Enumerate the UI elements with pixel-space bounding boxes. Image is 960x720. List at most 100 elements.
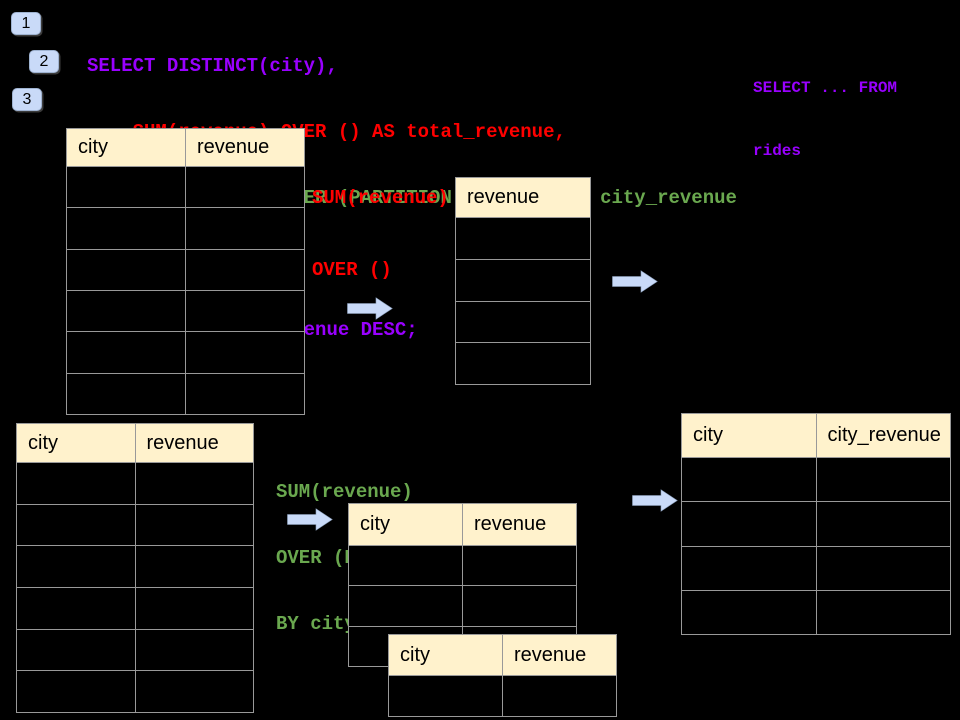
table-row <box>67 167 304 208</box>
table-cell-empty <box>17 463 135 504</box>
table-header-row: city revenue <box>67 129 304 167</box>
table-cell-empty <box>185 208 304 249</box>
table-row <box>17 670 254 713</box>
table-header-row: city revenue <box>17 424 253 463</box>
label-line: SUM(revenue) <box>276 481 413 503</box>
column-header-city: city <box>693 424 723 446</box>
table-cell-empty <box>17 630 135 671</box>
table-cell-empty <box>134 546 254 588</box>
right-arrow-icon <box>612 270 658 293</box>
table-source-rides-2: city revenue <box>16 423 254 713</box>
table-cell-empty <box>185 249 304 290</box>
table-row <box>67 331 304 373</box>
table-cell-empty <box>502 676 616 716</box>
column-header-revenue: revenue <box>185 129 304 166</box>
right-arrow-icon <box>287 508 333 531</box>
column-header-city: city <box>400 643 430 666</box>
window-over-label: SUM(revenue) OVER () <box>312 138 449 306</box>
select-from-rides-note: SELECT ... FROM rides <box>753 36 897 183</box>
table-row <box>17 545 254 588</box>
column-header-city: city <box>360 513 390 535</box>
table-row <box>67 248 304 290</box>
table-cell-empty <box>456 302 590 343</box>
step-badge-1: 1 <box>11 12 41 35</box>
table-cell-empty <box>17 671 135 712</box>
table-row <box>17 463 253 504</box>
table-total-revenue: revenue <box>455 177 591 385</box>
table-cell-empty <box>456 218 590 259</box>
snippet-line: rides <box>753 142 802 160</box>
table-cell-empty <box>134 671 254 713</box>
table-cell-empty <box>682 547 816 590</box>
table-cell-empty <box>456 260 590 301</box>
right-arrow-icon <box>632 489 678 512</box>
table-cell-empty <box>67 167 185 207</box>
table-row <box>456 300 590 343</box>
table-row <box>456 258 590 301</box>
table-cell-empty <box>67 374 185 414</box>
table-source-rides: city revenue <box>66 128 305 415</box>
table-header-row: city city_revenue <box>682 414 950 458</box>
label-line: OVER () <box>312 259 392 281</box>
table-body <box>17 463 254 713</box>
column-header-revenue: revenue <box>467 186 540 208</box>
table-cell-empty <box>815 590 951 634</box>
table-cell-empty <box>682 591 816 634</box>
table-row <box>682 589 951 634</box>
table-row <box>349 546 576 586</box>
table-cell-empty <box>17 588 135 629</box>
table-cell-empty <box>185 290 304 332</box>
label-line: SUM(revenue) <box>312 187 449 209</box>
table-row <box>17 503 254 546</box>
right-arrow-icon <box>347 297 393 320</box>
column-header-revenue: revenue <box>134 424 254 462</box>
table-cell-empty <box>682 458 816 501</box>
step-badge-3: 3 <box>12 88 42 111</box>
table-header-row: revenue <box>456 178 590 218</box>
table-cell-empty <box>134 588 254 629</box>
table-row <box>17 628 254 671</box>
table-cell-empty <box>67 291 185 331</box>
table-cell-empty <box>349 546 462 585</box>
table-row <box>67 372 304 414</box>
column-header-city-revenue: city_revenue <box>815 414 951 457</box>
table-row <box>389 676 616 716</box>
table-cell-empty <box>185 332 304 373</box>
table-cell-empty <box>67 208 185 248</box>
table-cell-empty <box>185 167 304 208</box>
table-cell-empty <box>17 505 135 546</box>
table-row <box>456 342 590 384</box>
table-row <box>682 545 951 590</box>
table-row <box>349 585 576 626</box>
table-city-revenue-result: city city_revenue <box>681 413 951 635</box>
table-row <box>17 587 253 629</box>
step-badge-2: 2 <box>29 50 59 73</box>
table-cell-empty <box>134 504 254 546</box>
table-row <box>67 289 304 332</box>
table-cell-empty <box>67 250 185 290</box>
table-cell-empty <box>462 586 576 626</box>
column-header-city: city <box>78 136 108 158</box>
table-cell-empty <box>815 458 951 502</box>
sql-line-select: SELECT DISTINCT(city), <box>87 55 338 77</box>
table-row <box>682 501 951 546</box>
table-body <box>67 167 304 414</box>
table-body <box>389 676 616 716</box>
table-body <box>456 218 590 384</box>
table-cell-empty <box>815 502 951 546</box>
table-body <box>682 458 950 634</box>
snippet-line: SELECT ... FROM <box>753 79 898 97</box>
table-cell-empty <box>134 629 254 671</box>
table-header-row: city revenue <box>389 635 616 676</box>
table-cell-empty <box>815 546 951 590</box>
table-row <box>67 207 304 249</box>
table-partition-2: city revenue <box>388 634 617 717</box>
table-cell-empty <box>134 463 254 504</box>
column-header-city: city <box>28 431 58 454</box>
table-row <box>682 458 951 502</box>
table-cell-empty <box>17 546 135 587</box>
table-cell-empty <box>185 373 304 414</box>
table-cell-empty <box>462 546 576 586</box>
table-cell-empty <box>682 502 816 545</box>
table-cell-empty <box>389 676 502 716</box>
